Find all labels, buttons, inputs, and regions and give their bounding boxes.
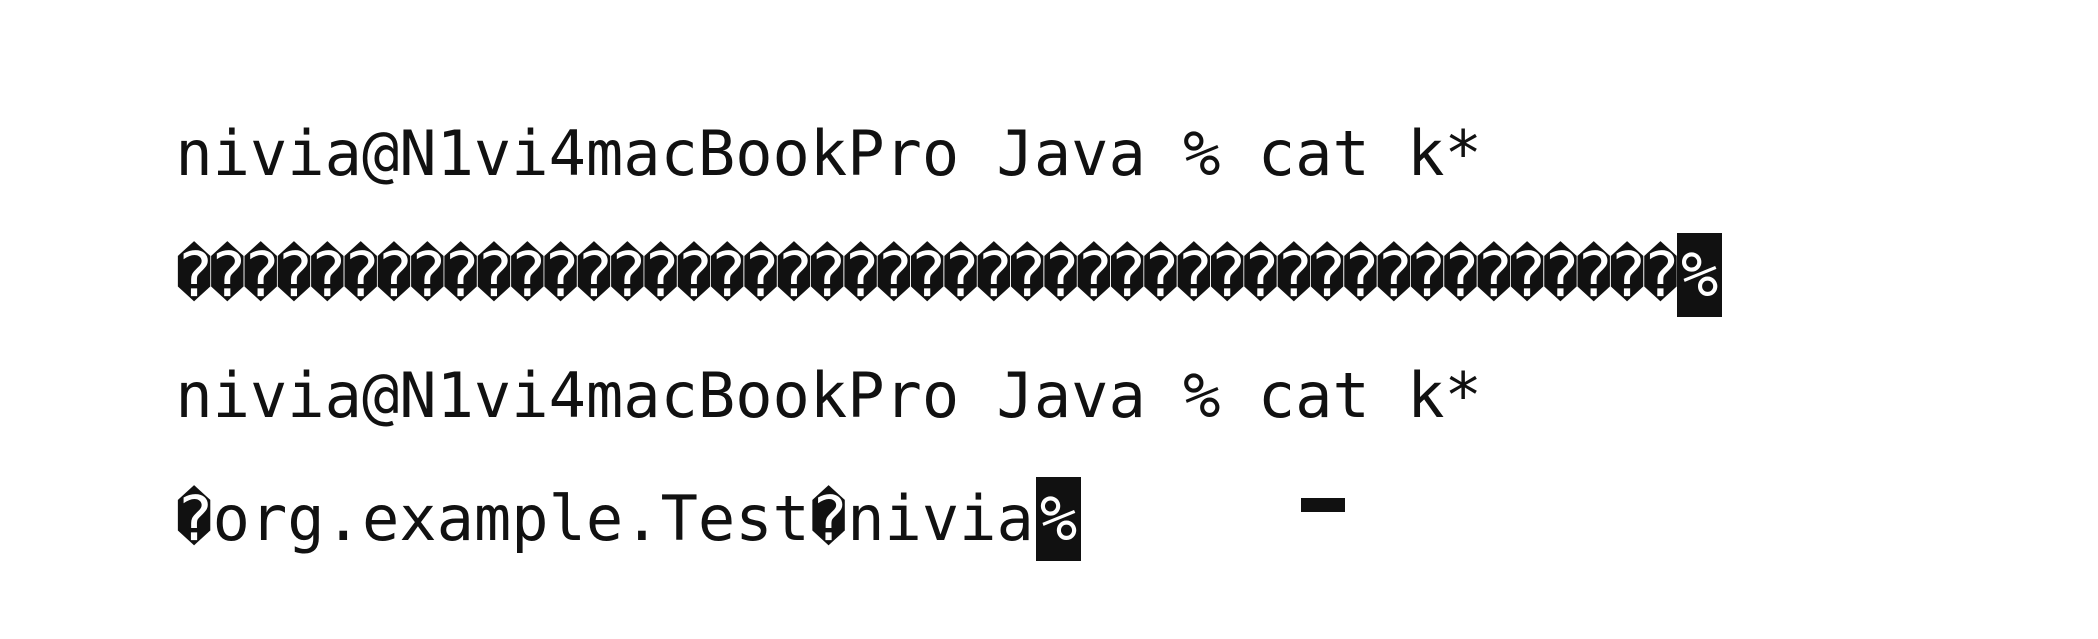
end-of-output-marker: % — [1035, 477, 1082, 561]
shell-prompt: nivia@N1vi4macBookPro Java % — [175, 117, 1258, 190]
terminal-line-1: nivia@N1vi4macBookPro Java % cat k* — [26, 46, 1481, 190]
terminal-line-4: �org.example.Test�nivia% — [26, 411, 1082, 561]
replacement-glyph: � — [809, 482, 848, 555]
terminal-window[interactable]: nivia@N1vi4macBookPro Java % cat k* ����… — [0, 0, 2098, 561]
shell-command: cat k* — [1257, 117, 1482, 190]
terminal-line-2: ����������������������������������������… — [26, 167, 1723, 317]
output-class-name: org.example.Test — [212, 482, 810, 555]
shell-prompt: nivia@N1vi4macBookPro Java % — [175, 359, 1258, 432]
end-of-output-marker: % — [1677, 233, 1723, 317]
replacement-glyph: � — [175, 482, 213, 555]
terminal-line-3: nivia@N1vi4macBookPro Java % cat k* — [26, 288, 1481, 432]
output-user-name: nivia — [847, 482, 1034, 555]
shell-command: cat k* — [1257, 359, 1482, 432]
binary-output-glyphs: ����������������������������������������… — [175, 238, 1679, 311]
text-cursor-icon — [1301, 498, 1345, 512]
